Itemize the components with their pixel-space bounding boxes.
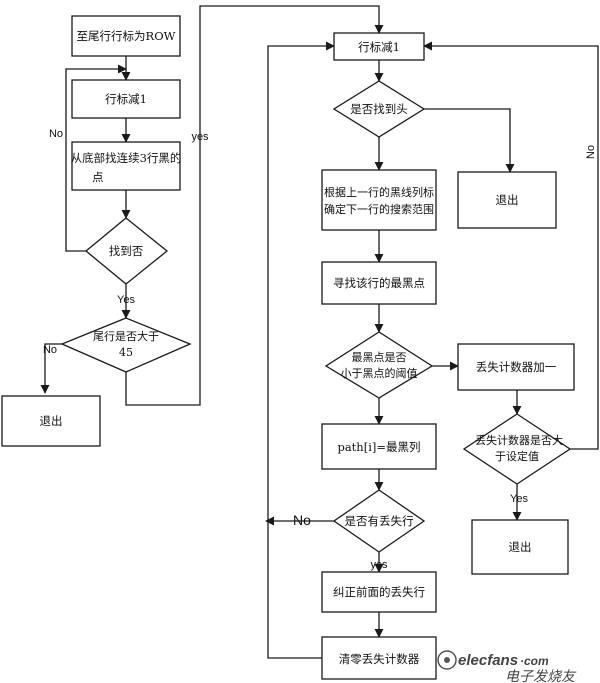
node-label: 是否有丢失行 [345,514,414,528]
edge-tail-yes [125,5,384,406]
node-row-decrement-right: 行标减1 [333,32,425,61]
node-set-search-range: 根据上一行的黑线列标 确定下一行的搜索范围 [321,169,437,231]
node-label-line2: 小于黑点的阈值 [341,366,418,380]
node-label: 丢失计数器加一 [476,360,557,374]
node-exit-top-right: 退出 [457,171,557,229]
edge-label-yes-lostgt: Yes [510,493,528,505]
node-set-bottom-row: 至尾行行标为ROW [71,15,181,57]
node-label: 至尾行行标为ROW [77,29,176,43]
node-has-lost-row-decision: 是否有丢失行 [332,489,426,553]
node-tail-gt-45-decision: 尾行是否大于 45 [60,317,192,373]
edge-label-yes-found: Yes [117,294,135,306]
node-find-3-black-rows: 从底部找连续3行黑的 点 [71,141,182,191]
node-clear-lost-counter: 清零丢失计数器 [321,636,437,680]
node-label-line2: 45 [119,346,133,359]
node-label: 行标减1 [358,40,400,54]
node-row-decrement-left: 行标减1 [71,79,181,119]
node-label-line1: 根据上一行的黑线列标 [324,185,434,199]
node-label-line1: 从底部找连续3行黑的 [71,151,182,165]
node-found-decision: 找到否 [84,217,169,285]
node-lost-counter-increment: 丢失计数器加一 [457,343,575,391]
node-label: 找到否 [109,244,144,258]
watermark: elecfans ·com 电子发烧友 [437,650,577,683]
node-label: 退出 [40,414,63,428]
node-label-line2: 确定下一行的搜索范围 [324,202,434,216]
watermark-site: elecfans [458,652,518,669]
watermark-logo-dot [444,657,450,663]
node-label: 退出 [509,540,532,554]
node-label-line2: 于设定值 [495,449,539,463]
edge-label-yes-haslost: yes [370,559,388,571]
watermark-logo-icon [437,650,457,670]
node-correct-lost-rows: 纠正前面的丢失行 [321,571,437,613]
node-label: 退出 [496,193,519,207]
watermark-domain: ·com [520,654,549,668]
edge-top-yes-exit [424,108,515,173]
node-label-line1: 最黑点是否 [352,351,407,364]
node-darkest-below-threshold-decision: 最黑点是否 小于黑点的阈值 [324,331,434,399]
edge-label-no-tail: No [43,344,57,356]
node-label-line2: 点 [92,170,104,184]
edge-label-no-lostgt: No [585,145,597,159]
edge-label-no-haslost: No [293,512,311,528]
edge-found-no-loop [65,64,127,252]
connectors-right [265,41,599,659]
node-label: 是否找到头 [350,102,408,116]
node-label: 行标减1 [105,92,147,106]
node-label: 寻找该行的最黑点 [333,276,425,290]
edge-label-yes-tail: yes [191,131,209,143]
edge-clear-loop [267,41,335,659]
edge-tail-no [40,343,62,394]
node-exit-bottom-right: 退出 [471,519,569,575]
edge-label-no-found: No [49,128,63,140]
node-exit-left: 退出 [1,395,101,447]
node-label-line1: 丢失计数器是否大 [475,433,563,447]
node-label-line1: 尾行是否大于 [93,329,159,343]
watermark-cn: 电子发烧友 [505,669,577,683]
node-lost-gt-setting-decision: 丢失计数器是否大 于设定值 [462,413,572,485]
node-reached-top-decision: 是否找到头 [332,80,426,138]
node-find-darkest-point: 寻找该行的最黑点 [321,261,437,305]
node-label: 纠正前面的丢失行 [333,585,425,599]
node-label: path[i]=最黑列 [337,440,420,454]
connectors-left [40,5,384,406]
edge-lostgt-no [423,41,599,450]
node-path-assign: path[i]=最黑列 [321,423,437,470]
node-label: 清零丢失计数器 [339,652,420,666]
